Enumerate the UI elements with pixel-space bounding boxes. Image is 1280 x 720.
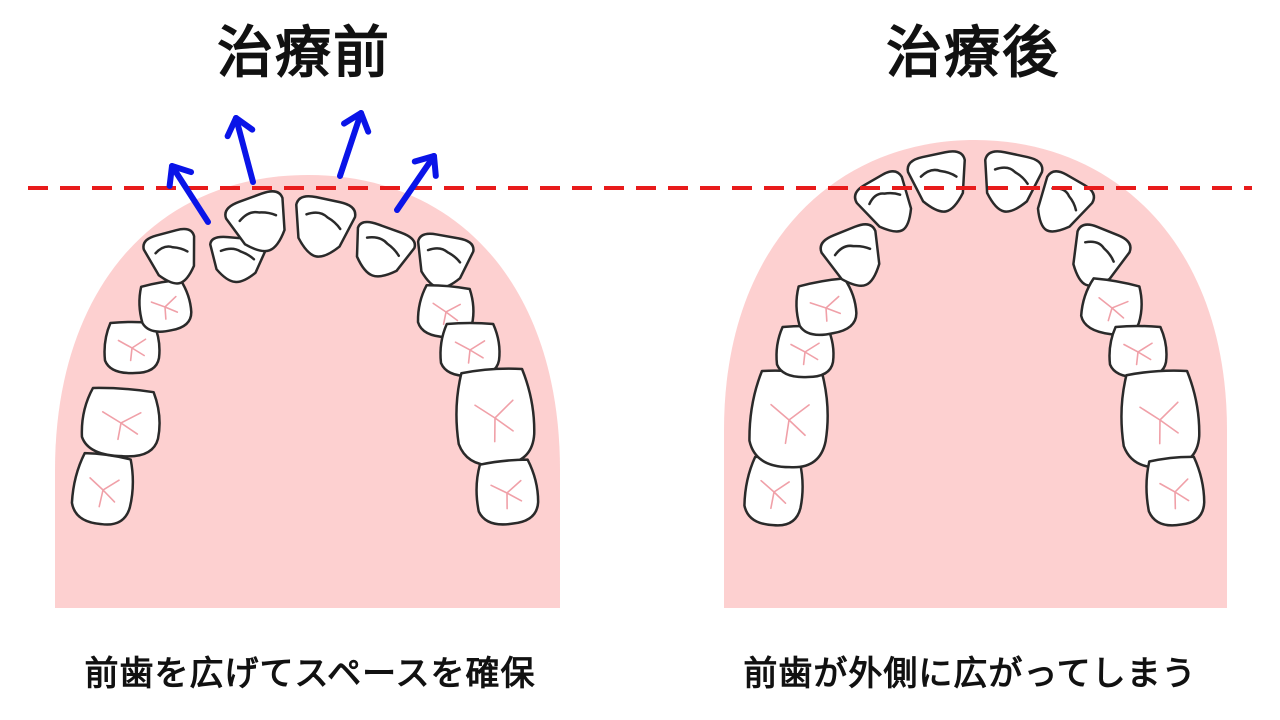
molar-tooth	[80, 386, 161, 458]
incisor-tooth	[416, 232, 475, 290]
molar-tooth	[748, 369, 829, 469]
molar-tooth	[475, 458, 540, 526]
molar-tooth	[1108, 324, 1168, 379]
incisor-tooth	[295, 194, 357, 258]
incisor-tooth	[1072, 223, 1132, 287]
molar-tooth	[70, 451, 135, 526]
incisor-tooth	[355, 220, 417, 278]
title-before: 治療前	[217, 21, 391, 86]
title-after: 治療後	[886, 21, 1060, 86]
molar-tooth	[103, 320, 161, 375]
incisor-tooth	[224, 190, 286, 253]
caption-after: 前歯が外側に広がってしまう	[743, 654, 1197, 694]
expansion-arrows	[166, 110, 439, 225]
arch-before	[70, 190, 540, 526]
arrow-up-icon	[337, 110, 372, 179]
molar-tooth	[1120, 369, 1201, 469]
incisor-tooth	[142, 227, 196, 285]
incisor-tooth	[906, 150, 966, 213]
incisor-tooth	[819, 223, 881, 287]
molar-tooth	[455, 367, 536, 467]
caption-before: 前歯を広げてスペースを確保	[84, 654, 536, 694]
molar-tooth	[1145, 455, 1206, 527]
arch-after	[743, 150, 1206, 527]
arrow-up-icon	[394, 153, 439, 213]
arrow-up-icon	[166, 163, 211, 225]
arrow-up-icon	[224, 115, 256, 185]
